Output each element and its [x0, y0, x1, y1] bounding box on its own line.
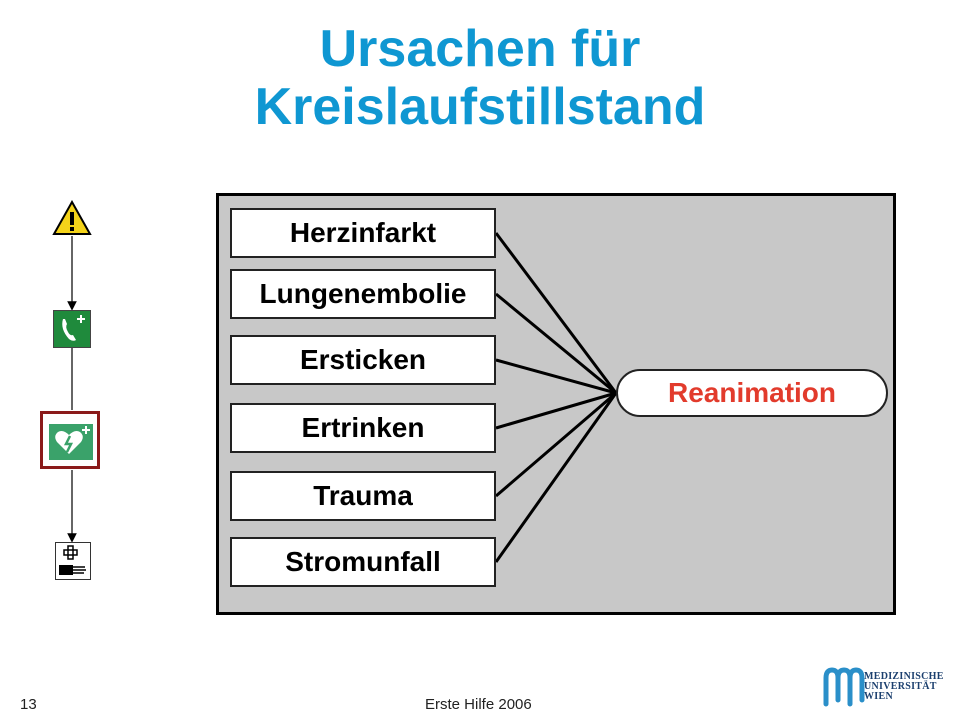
logo-line-1: MEDIZINISCHE	[864, 671, 944, 682]
defibrillator-icon	[49, 424, 93, 460]
cause-box: Herzinfarkt	[230, 208, 496, 258]
cause-box: Ersticken	[230, 335, 496, 385]
chain-of-survival	[0, 0, 140, 600]
footer-text: Erste Hilfe 2006	[425, 696, 532, 713]
first-aid-icon	[55, 542, 91, 580]
page-number: 13	[20, 696, 37, 713]
cause-box: Trauma	[230, 471, 496, 521]
logo-line-3: WIEN	[864, 691, 893, 702]
chain-connectors	[67, 236, 77, 543]
cause-box: Stromunfall	[230, 537, 496, 587]
title-line-1: Ursachen für	[319, 20, 641, 78]
logo-line-2: UNIVERSITÄT	[864, 681, 937, 692]
warning-icon	[52, 200, 92, 235]
cause-box: Lungenembolie	[230, 269, 496, 319]
emergency-call-icon	[53, 310, 91, 348]
university-logo-text: MEDIZINISCHE UNIVERSITÄT WIEN	[864, 672, 944, 702]
cause-box: Ertrinken	[230, 403, 496, 453]
title-line-2: Kreislaufstillstand	[254, 78, 706, 136]
slide-title: Ursachen für Kreislaufstillstand	[0, 20, 960, 136]
university-logo	[823, 667, 865, 707]
result-box: Reanimation	[616, 369, 888, 417]
